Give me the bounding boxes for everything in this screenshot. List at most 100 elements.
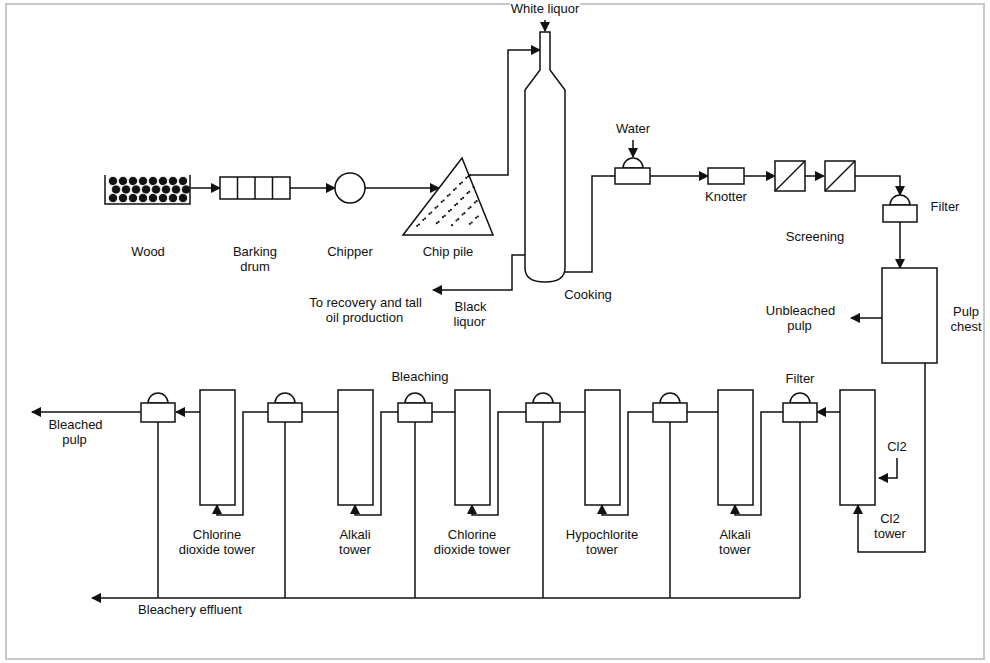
pipe-connector (365, 187, 439, 189)
label-box: Cooking (558, 288, 618, 303)
log (158, 193, 167, 202)
washer-filter (653, 393, 687, 422)
wood-bin: Wood (105, 172, 190, 204)
log (158, 176, 167, 185)
bleach-tower: Chlorine dioxide tower (200, 390, 235, 505)
bleached-pulp-outlet (32, 411, 141, 413)
chip (418, 223, 420, 225)
label-box: Bleaching (375, 370, 465, 385)
filter: Filter (783, 393, 817, 422)
chip (451, 224, 453, 226)
filter-drum (890, 195, 910, 205)
label-box: Unbleached pulp (755, 304, 845, 334)
chip (468, 207, 470, 209)
chip-pile-shape (403, 155, 493, 235)
picture-frame (6, 4, 984, 659)
label-box: Barking drum (225, 245, 285, 275)
label-box: Alkali tower (705, 528, 765, 558)
bleach-tower-shape (718, 390, 753, 505)
log (178, 193, 187, 202)
log (148, 193, 157, 202)
digester-shape (518, 32, 573, 282)
tower-outline (718, 390, 753, 505)
chip (463, 212, 465, 214)
chip (428, 213, 430, 215)
wood-bin-outline (105, 175, 190, 204)
bleach-tower-shape (200, 390, 235, 505)
label-box: Wood (108, 245, 188, 260)
chip (465, 177, 467, 179)
screen-plate (825, 161, 855, 191)
filter-vat (883, 205, 917, 222)
label-box: Knotter (691, 190, 761, 205)
knotter-shape (708, 168, 744, 184)
chipper-shape (335, 173, 365, 203)
chip (430, 211, 432, 213)
log (171, 185, 180, 194)
node-label: Filter (931, 199, 960, 214)
digester: Cooking (518, 32, 573, 282)
drum-section (254, 177, 256, 199)
log (138, 176, 147, 185)
filter-shape (883, 195, 917, 222)
flow-label: Water (615, 121, 651, 136)
pipe-connector (817, 411, 840, 413)
digester-outline (525, 32, 565, 282)
chipper: Chipper (335, 173, 365, 203)
node-label: Chlorine dioxide tower (434, 527, 511, 557)
chip (449, 193, 451, 195)
tower-outline (585, 390, 620, 505)
flow-label: Bleachery effluent (137, 602, 243, 617)
wood-bin-shape (105, 172, 190, 204)
log (138, 193, 147, 202)
log (118, 176, 127, 185)
label-box: Chipper (315, 245, 385, 260)
node-label: Alkali tower (339, 527, 371, 557)
bleach-tower: Chlorine dioxide tower (455, 390, 490, 505)
pulp-chest-shape (882, 268, 937, 363)
tower-outline (840, 390, 875, 505)
filter-drum (790, 393, 810, 403)
barking-drum-shape (220, 177, 290, 199)
log (168, 176, 177, 185)
pipe-connector (190, 187, 220, 189)
pipe-connector (290, 187, 335, 189)
chip (434, 207, 436, 209)
washer-filter (398, 393, 432, 422)
node-label: Cl2 tower (874, 511, 906, 541)
washer-filter (615, 158, 650, 184)
chlorine-feed (879, 458, 897, 478)
chip (455, 187, 457, 189)
pulp-pipe (176, 411, 200, 413)
black-liquor-line (433, 255, 525, 290)
washer-filter (268, 393, 302, 422)
node-label: Knotter (705, 189, 747, 204)
chip (444, 215, 446, 217)
flow-label: White liquor (510, 1, 581, 16)
node-label: Cooking (564, 287, 612, 302)
label-box: Chip pile (408, 245, 488, 260)
chip (461, 181, 463, 183)
drum-section (237, 177, 239, 199)
knotter-outline (708, 168, 744, 184)
chip (416, 225, 418, 227)
label-box: Cl2 (882, 440, 912, 455)
white-liquor-feed (544, 20, 546, 31)
screen-outline (775, 161, 805, 191)
flow-label: Black liquor (454, 299, 487, 329)
chipper-outline (335, 173, 365, 203)
chip (469, 174, 471, 176)
chip (454, 204, 456, 206)
log (111, 185, 120, 194)
chip (460, 198, 462, 200)
bleach-tower: Hypochlorite tower (585, 390, 620, 505)
chip (453, 189, 455, 191)
chip (447, 195, 449, 197)
node-label: Pulp chest (950, 304, 981, 334)
pulp-chest: Pulp chest (882, 268, 937, 363)
chip (466, 192, 468, 194)
filter: Filter (883, 195, 917, 222)
pipe-connector (565, 176, 708, 272)
flow-label: To recovery and tall oil production (308, 295, 422, 325)
